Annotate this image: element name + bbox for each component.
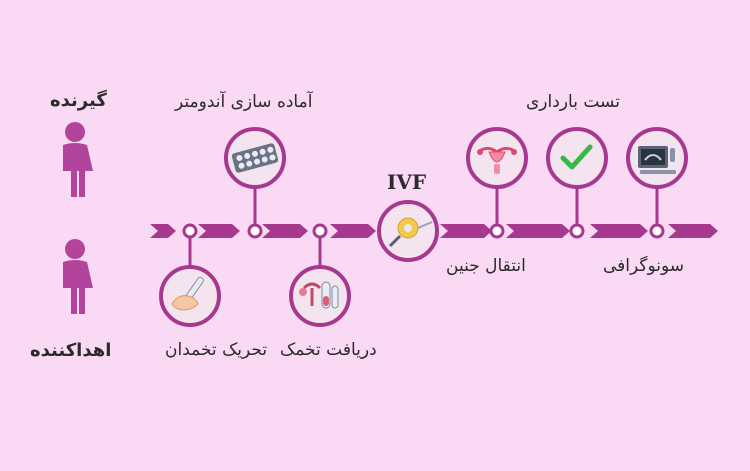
step-embryo-transfer bbox=[466, 127, 528, 239]
endometrium-prep-label: آماده سازی آندومتر bbox=[175, 92, 313, 112]
pill-blister-icon bbox=[231, 143, 279, 173]
ultrasound-monitor-icon bbox=[638, 146, 676, 174]
embryo-transfer-label: انتقال جنین bbox=[446, 256, 526, 276]
donor-figure-icon bbox=[63, 239, 93, 314]
egg-retrieval-label: دریافت تخمک bbox=[280, 340, 377, 360]
ivf-label: IVF bbox=[387, 170, 427, 194]
step-ovarian-stimulation bbox=[159, 223, 221, 327]
step-endometrium-prep bbox=[224, 127, 286, 239]
step-pregnancy-test bbox=[546, 127, 608, 239]
donor-label: اهداکننده bbox=[30, 340, 112, 361]
pregnancy-test-label: تست بارداری bbox=[526, 92, 620, 112]
checkmark-icon bbox=[560, 144, 593, 170]
recipient-label: گیرنده bbox=[50, 90, 107, 111]
recipient-figure-icon bbox=[63, 122, 93, 197]
timeline-arrows bbox=[150, 224, 718, 238]
syringe-hand-icon bbox=[171, 276, 205, 311]
ovary-test-tube-icon bbox=[299, 281, 339, 309]
step-egg-retrieval bbox=[289, 223, 351, 327]
uterus-icon bbox=[477, 146, 517, 174]
step-ivf bbox=[377, 200, 439, 262]
step-sonography bbox=[626, 127, 688, 239]
micro-injection-icon bbox=[388, 217, 433, 248]
ovarian-stimulation-label: تحریک تخمدان bbox=[165, 340, 268, 360]
sonography-label: سونوگرافی bbox=[603, 256, 685, 276]
